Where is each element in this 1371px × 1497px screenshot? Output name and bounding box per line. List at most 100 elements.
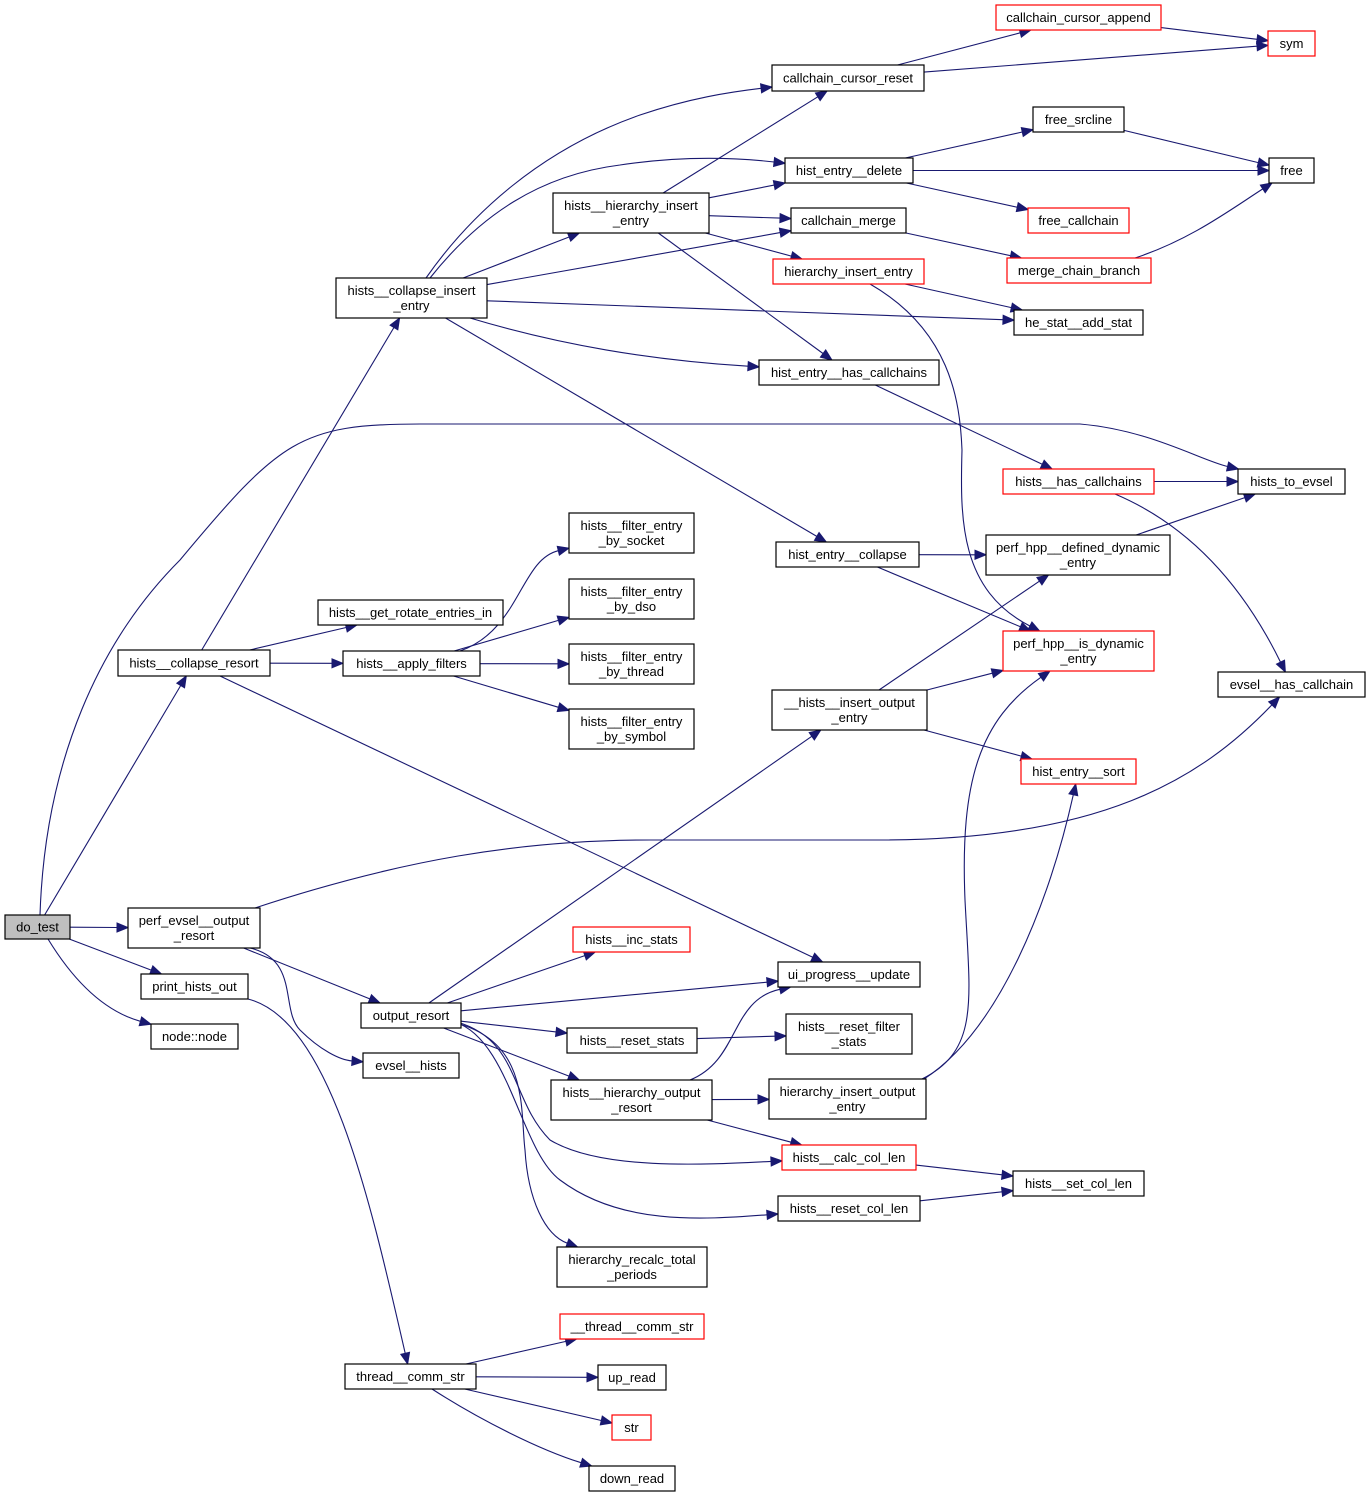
node-hists-filter-entry-by-thread[interactable]: hists__filter_entry_by_thread [568, 643, 695, 685]
node-sym[interactable]: sym [1267, 30, 1316, 57]
node-box[interactable] [360, 1002, 462, 1029]
node-box[interactable] [150, 1023, 239, 1050]
node-box[interactable] [1002, 468, 1155, 495]
node-box[interactable] [1006, 257, 1152, 284]
node-hierarchy-recalc-total-periods[interactable]: hierarchy_recalc_total_periods [556, 1246, 708, 1288]
node-box[interactable] [1013, 309, 1144, 336]
node-thread-comm-str[interactable]: thread__comm_str [344, 1363, 477, 1390]
node-hists-insert-output-entry[interactable]: __hists__insert_output_entry [771, 689, 928, 731]
node-box[interactable] [771, 689, 928, 731]
node-box[interactable] [758, 359, 940, 386]
node-box[interactable] [572, 926, 691, 953]
node-hists-reset-col-len[interactable]: hists__reset_col_len [777, 1195, 921, 1222]
node-perf-evsel-output-resort[interactable]: perf_evsel__output_resort [127, 907, 261, 949]
node-box[interactable] [790, 207, 907, 234]
node-box[interactable] [777, 961, 921, 988]
node-perf-hpp-defined-dynamic-entry[interactable]: perf_hpp__defined_dynamic_entry [985, 534, 1171, 576]
node-box[interactable] [611, 1414, 652, 1441]
node-box[interactable] [344, 1363, 477, 1390]
node-box[interactable] [1032, 106, 1125, 133]
node-box[interactable] [556, 1246, 708, 1288]
node-box[interactable] [985, 534, 1171, 576]
node-box[interactable] [1020, 758, 1137, 785]
node-merge-chain-branch[interactable]: merge_chain_branch [1006, 257, 1152, 284]
node-box[interactable] [568, 643, 695, 685]
node-hierarchy-insert-output-entry[interactable]: hierarchy_insert_output_entry [768, 1078, 927, 1120]
node-box[interactable] [552, 192, 710, 234]
node-box[interactable] [768, 1078, 927, 1120]
node-print-hists-out[interactable]: print_hists_out [140, 973, 249, 1000]
node-node-node[interactable]: node::node [150, 1023, 239, 1050]
node-box[interactable] [1268, 157, 1315, 184]
node-box[interactable] [588, 1465, 676, 1492]
node-hists-to-evsel[interactable]: hists_to_evsel [1237, 468, 1346, 495]
node-box[interactable] [777, 1195, 921, 1222]
node-hists-filter-entry-by-dso[interactable]: hists__filter_entry_by_dso [568, 578, 695, 620]
node-box[interactable] [568, 512, 695, 554]
node-hists-filter-entry-by-socket[interactable]: hists__filter_entry_by_socket [568, 512, 695, 554]
node-ui-progress-update[interactable]: ui_progress__update [777, 961, 921, 988]
node-box[interactable] [335, 277, 488, 319]
node-box[interactable] [995, 4, 1162, 31]
node-box[interactable] [568, 708, 695, 750]
node-box[interactable] [775, 541, 920, 568]
node-free-callchain[interactable]: free_callchain [1027, 207, 1130, 234]
node-hist-entry-collapse[interactable]: hist_entry__collapse [775, 541, 920, 568]
node-box[interactable] [772, 258, 925, 285]
node-hists-calc-col-len[interactable]: hists__calc_col_len [781, 1144, 917, 1171]
node-he-stat-add-stat[interactable]: he_stat__add_stat [1013, 309, 1144, 336]
node-up-read[interactable]: up_read [597, 1364, 667, 1391]
node-callchain-cursor-reset[interactable]: callchain_cursor_reset [771, 64, 925, 92]
node-free[interactable]: free [1268, 157, 1315, 184]
node-box[interactable] [568, 578, 695, 620]
node-hierarchy-insert-entry[interactable]: hierarchy_insert_entry [772, 258, 925, 285]
node-callchain-merge[interactable]: callchain_merge [790, 207, 907, 234]
node-hist-entry-sort[interactable]: hist_entry__sort [1020, 758, 1137, 785]
node-hist-entry-has-callchains[interactable]: hist_entry__has_callchains [758, 359, 940, 386]
node-hists-reset-stats[interactable]: hists__reset_stats [566, 1027, 698, 1054]
node-box[interactable] [117, 649, 271, 677]
node-box[interactable] [1002, 630, 1155, 672]
node-str[interactable]: str [611, 1414, 652, 1441]
node-evsel-has-callchain[interactable]: evsel__has_callchain [1217, 671, 1366, 698]
node-hists-inc-stats[interactable]: hists__inc_stats [572, 926, 691, 953]
node-hists-apply-filters[interactable]: hists__apply_filters [342, 650, 481, 677]
node-box[interactable] [1237, 468, 1346, 495]
node-box[interactable] [317, 599, 504, 626]
node-output-resort[interactable]: output_resort [360, 1002, 462, 1029]
node-box[interactable] [785, 1013, 913, 1055]
node-box[interactable] [771, 64, 925, 92]
node-box[interactable] [559, 1313, 705, 1340]
node-box[interactable] [127, 907, 261, 949]
node-thread-comm-str[interactable]: __thread__comm_str [559, 1313, 705, 1340]
node-perf-hpp-is-dynamic-entry[interactable]: perf_hpp__is_dynamic_entry [1002, 630, 1155, 672]
node-callchain-cursor-append[interactable]: callchain_cursor_append [995, 4, 1162, 31]
node-hists-has-callchains[interactable]: hists__has_callchains [1002, 468, 1155, 495]
node-hists-collapse-resort[interactable]: hists__collapse_resort [117, 649, 271, 677]
node-hist-entry-delete[interactable]: hist_entry__delete [784, 157, 914, 184]
node-hists-get-rotate-entries-in[interactable]: hists__get_rotate_entries_in [317, 599, 504, 626]
node-evsel-hists[interactable]: evsel__hists [362, 1052, 460, 1079]
node-hists-filter-entry-by-symbol[interactable]: hists__filter_entry_by_symbol [568, 708, 695, 750]
node-box[interactable] [1267, 30, 1316, 57]
node-hists-set-col-len[interactable]: hists__set_col_len [1012, 1170, 1145, 1197]
node-hists-collapse-insert-entry[interactable]: hists__collapse_insert_entry [335, 277, 488, 319]
node-hists-hierarchy-insert-entry[interactable]: hists__hierarchy_insert_entry [552, 192, 710, 234]
node-box[interactable] [784, 157, 914, 184]
node-box[interactable] [597, 1364, 667, 1391]
node-box[interactable] [140, 973, 249, 1000]
node-hists-reset-filter-stats[interactable]: hists__reset_filter_stats [785, 1013, 913, 1055]
node-box[interactable] [566, 1027, 698, 1054]
node-free-srcline[interactable]: free_srcline [1032, 106, 1125, 133]
node-down-read[interactable]: down_read [588, 1465, 676, 1492]
node-do-test[interactable]: do_test [4, 914, 71, 940]
node-box[interactable] [1012, 1170, 1145, 1197]
node-box[interactable] [1027, 207, 1130, 234]
node-box[interactable] [342, 650, 481, 677]
node-box[interactable] [362, 1052, 460, 1079]
node-box[interactable] [4, 914, 71, 940]
node-box[interactable] [550, 1079, 713, 1121]
node-box[interactable] [781, 1144, 917, 1171]
node-hists-hierarchy-output-resort[interactable]: hists__hierarchy_output_resort [550, 1079, 713, 1121]
node-box[interactable] [1217, 671, 1366, 698]
